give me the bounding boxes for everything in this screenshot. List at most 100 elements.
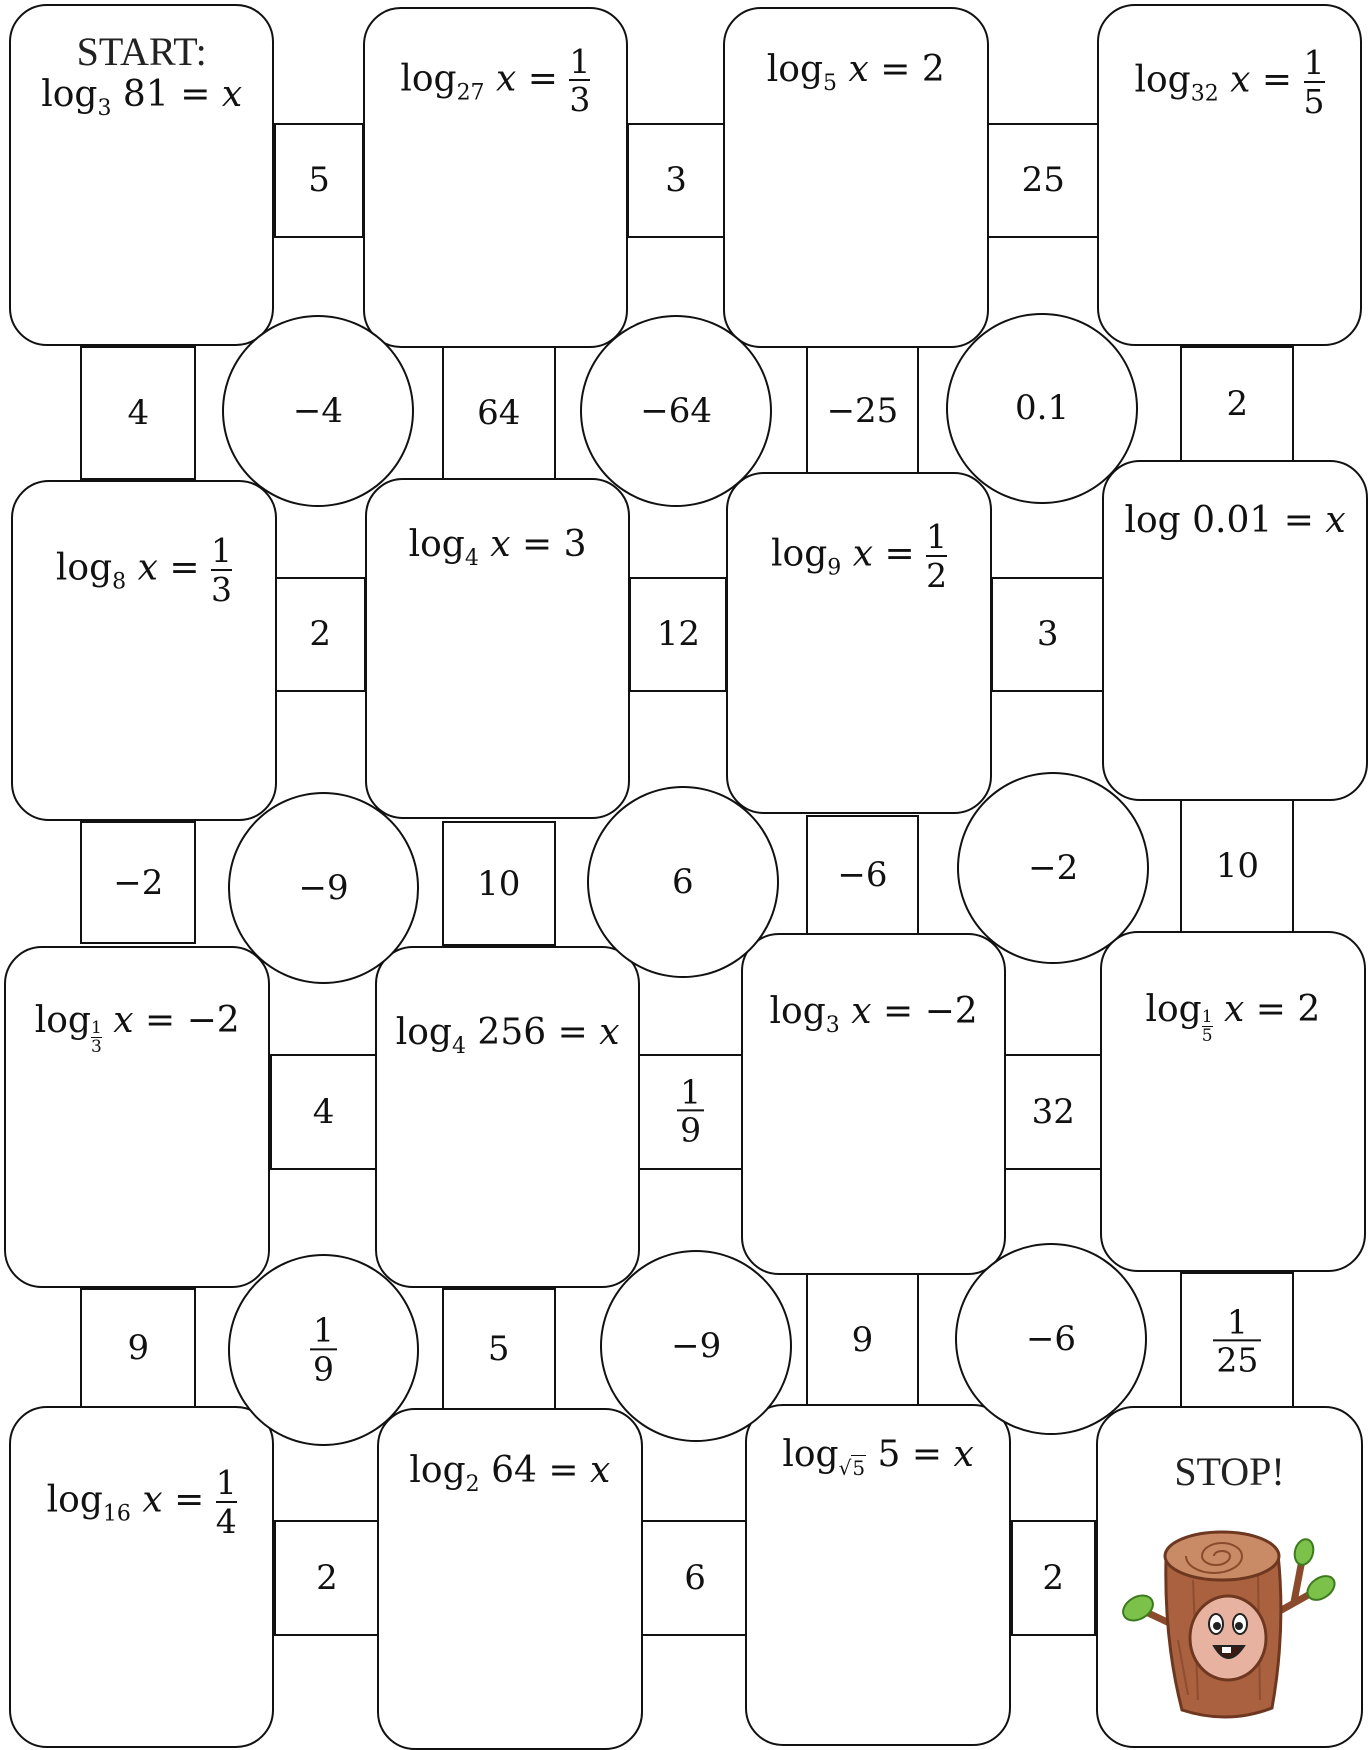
variable-x: x <box>113 1000 133 1041</box>
answer-connector-horizontal: 3 <box>627 123 725 238</box>
start-box: START:log3 81 = x <box>9 4 275 346</box>
equals-sign: = <box>912 1434 942 1475</box>
log-base: 5 <box>823 71 837 96</box>
log-base: 2 <box>466 1472 480 1497</box>
answer-value: 6 <box>642 1561 747 1595</box>
answer-text: 64 <box>477 393 520 433</box>
equals-sign: = <box>883 991 913 1032</box>
answer-circle: −2 <box>957 772 1149 964</box>
answer-value: 0.1 <box>948 391 1136 425</box>
answer-text: 6 <box>684 1558 706 1598</box>
log-base: 3 <box>826 1013 840 1038</box>
log-equation: log5 x = 2 <box>725 49 987 90</box>
answer-text: 10 <box>1216 846 1259 886</box>
log-argument: 256 <box>477 1012 546 1053</box>
answer-value: 12 <box>631 617 725 651</box>
answer-text: −2 <box>113 863 163 903</box>
equals-sign: = <box>522 524 552 565</box>
answer-text: 2 <box>316 1558 338 1598</box>
answer-text: 3 <box>665 160 687 200</box>
fraction-numerator: 1 <box>677 1075 704 1110</box>
equation-rhs: −2 <box>925 991 978 1032</box>
answer-text: 32 <box>1032 1092 1075 1132</box>
fraction-denominator: 9 <box>677 1110 704 1149</box>
answer-value: 32 <box>1006 1095 1100 1129</box>
answer-text: 2 <box>1227 384 1249 424</box>
log-word: log <box>770 991 826 1032</box>
base-numerator: 1 <box>1202 1009 1213 1026</box>
answer-circle: −64 <box>580 315 772 507</box>
answer-value: −2 <box>959 851 1147 885</box>
log-equation: log4 x = 3 <box>367 524 629 565</box>
problem-box: log4 x = 3 <box>365 478 631 820</box>
answer-text: 12 <box>657 614 700 654</box>
fraction-denominator: 9 <box>310 1348 337 1387</box>
answer-text: 2 <box>1042 1558 1064 1598</box>
fraction-numerator: 1 <box>1304 46 1325 81</box>
answer-value: 2 <box>1182 387 1292 421</box>
equals-sign: = <box>548 1450 578 1491</box>
answer-circle: 0.1 <box>946 313 1138 505</box>
answer-value: 3 <box>993 617 1103 651</box>
stop-label: STOP! <box>1098 1448 1362 1495</box>
answer-connector-vertical: 4 <box>80 346 196 480</box>
answer-value: 25 <box>988 163 1098 197</box>
fraction-numerator: 1 <box>926 520 947 555</box>
answer-text: −9 <box>671 1326 721 1366</box>
answer-text: 5 <box>308 160 330 200</box>
answer-value: −2 <box>82 866 194 900</box>
log-base: √5 <box>839 1456 866 1481</box>
answer-circle: −4 <box>222 315 414 507</box>
fraction-denominator: 5 <box>1304 81 1325 120</box>
log-word: log <box>409 524 465 565</box>
answer-circle: −6 <box>955 1243 1147 1435</box>
answer-value: −9 <box>230 871 418 905</box>
answer-connector-horizontal: 5 <box>274 123 363 238</box>
answer-text: −6 <box>1026 1319 1076 1359</box>
answer-circle: −9 <box>600 1250 792 1442</box>
answer-value: 64 <box>444 396 554 430</box>
equals-sign: = <box>880 49 910 90</box>
answer-text: −64 <box>640 391 712 431</box>
log-equation: log 0.01 = x <box>1104 500 1366 541</box>
answer-text: −25 <box>827 391 899 431</box>
answer-text: 4 <box>128 393 150 433</box>
answer-value: 9 <box>808 1323 918 1357</box>
log-word: log <box>1134 60 1190 101</box>
equation-rhs: 2 <box>1297 989 1320 1030</box>
answer-connector-horizontal: 2 <box>274 1520 379 1636</box>
equals-sign: = <box>180 74 210 115</box>
log-word: log <box>1124 500 1180 541</box>
log-base: 32 <box>1191 82 1219 107</box>
answer-value: 2 <box>1013 1561 1094 1595</box>
log-argument: 0.01 <box>1192 500 1272 541</box>
log-argument: 5 <box>878 1434 901 1475</box>
fraction-denominator: 25 <box>1213 1340 1261 1379</box>
answer-connector-horizontal: 3 <box>991 577 1105 692</box>
answer-connector-horizontal: 4 <box>270 1054 377 1170</box>
answer-value: −9 <box>602 1329 790 1363</box>
answer-text: 25 <box>1022 160 1065 200</box>
start-label: START: <box>11 28 273 75</box>
equals-sign: = <box>169 548 199 589</box>
log-base: 16 <box>103 1502 131 1527</box>
answer-connector-vertical: −25 <box>806 346 920 475</box>
variable-x: x <box>599 1012 619 1053</box>
answer-text: 0.1 <box>1015 388 1069 428</box>
base-denominator: 3 <box>91 1037 102 1056</box>
equals-sign: = <box>1262 60 1292 101</box>
log-equation: log2 64 = x <box>379 1450 641 1491</box>
variable-x: x <box>1224 989 1244 1030</box>
